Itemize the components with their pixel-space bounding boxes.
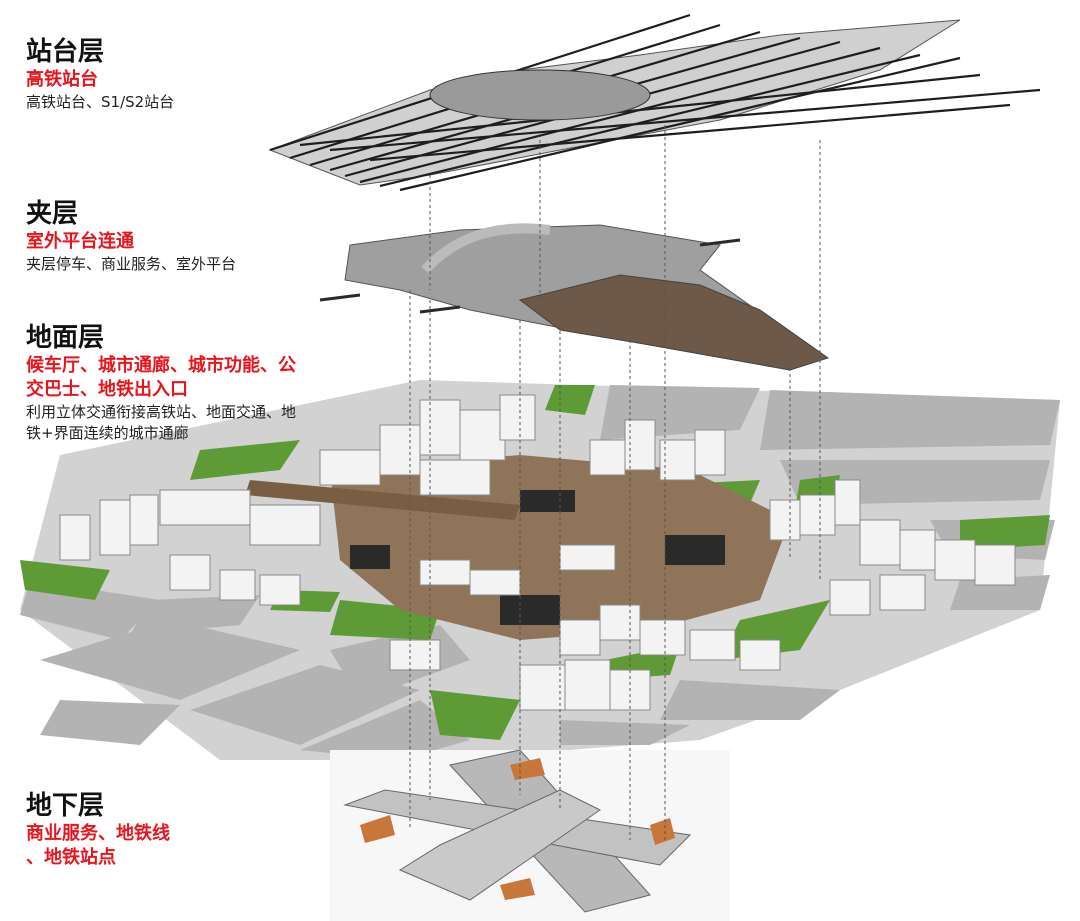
- level-title: 夹层: [26, 199, 79, 229]
- label-ground-level: 地面层 候车厅、城市通廊、城市功能、公 交巴士、地铁出入口 利用立体交通衔接高铁…: [26, 322, 296, 444]
- label-platform-level: 站台层 高铁站台 高铁站台、S1/S2站台: [26, 36, 174, 113]
- level-highlight: 商业服务、地铁线: [26, 823, 170, 844]
- underground-level: [330, 749, 730, 921]
- level-description: 利用立体交通衔接高铁站、地面交通、地: [26, 403, 297, 421]
- level-highlight: 、地铁站点: [26, 847, 116, 868]
- ground-level: [20, 380, 1060, 760]
- label-mezzanine-level: 夹层 室外平台连通 夹层停车、商业服务、室外平台: [26, 198, 236, 275]
- platform-roof-center: [429, 69, 651, 121]
- level-highlight: 高铁站台: [26, 69, 98, 90]
- label-underground-level: 地下层 商业服务、地铁线 、地铁站点: [26, 790, 170, 870]
- platform-level: [268, 13, 1041, 192]
- mezzanine-arc: [421, 223, 551, 274]
- level-highlight: 候车厅、城市通廊、城市功能、公: [26, 355, 296, 376]
- level-title: 站台层: [26, 37, 105, 67]
- level-description: 铁+界面连续的城市通廊: [26, 424, 189, 442]
- level-title: 地面层: [26, 323, 105, 353]
- mezzanine-plaza: [518, 274, 830, 371]
- level-connector-lines: [409, 125, 821, 840]
- level-description: 高铁站台、S1/S2站台: [26, 93, 175, 111]
- underground-corridor-2: [398, 789, 601, 901]
- mezzanine-level: [319, 223, 830, 371]
- level-highlight: 室外平台连通: [26, 231, 134, 252]
- station-blocks: [350, 490, 725, 625]
- level-highlight: 交巴士、地铁出入口: [26, 379, 188, 400]
- city-corridor: [245, 480, 520, 520]
- level-description: 夹层停车、商业服务、室外平台: [26, 255, 237, 273]
- level-title: 地下层: [26, 791, 105, 821]
